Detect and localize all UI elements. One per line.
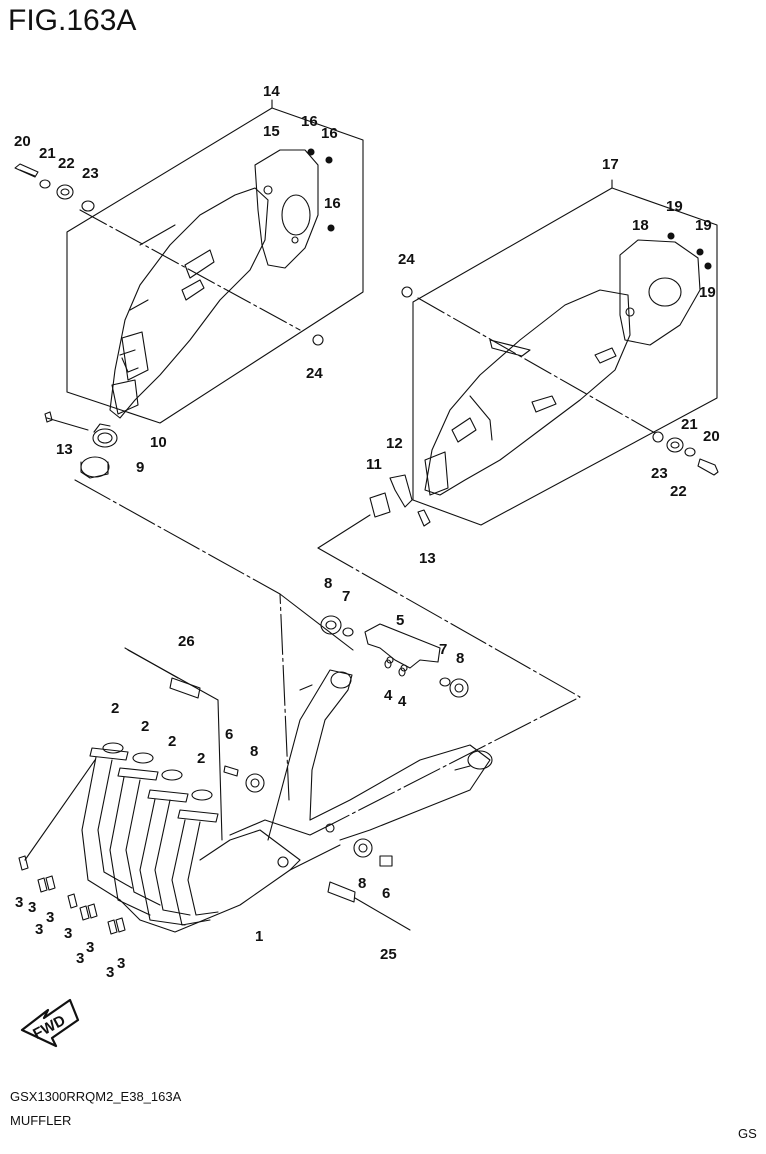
callout: 13 (56, 441, 73, 458)
callout: 18 (632, 217, 649, 234)
fwd-arrow-icon: FWD (20, 998, 80, 1048)
callout: 3 (106, 964, 114, 981)
leader-lines (74, 479, 581, 841)
left-bolt-set (14, 148, 335, 346)
callout: 21 (39, 145, 56, 162)
callout: 19 (699, 284, 716, 301)
callout: 15 (263, 123, 280, 140)
callout: 4 (384, 687, 393, 704)
corner-code: GS (738, 1126, 757, 1141)
callout: 16 (324, 195, 341, 212)
callout: 16 (301, 113, 318, 130)
figure-name: MUFFLER (10, 1113, 72, 1128)
callout: 26 (178, 633, 195, 650)
callout: 22 (58, 155, 75, 172)
exhaust-manifold (81, 669, 493, 933)
callout: 8 (358, 875, 366, 892)
callout: 3 (86, 939, 94, 956)
callout: 11 (366, 456, 382, 473)
callout: 14 (263, 83, 280, 100)
callout: 19 (695, 217, 712, 234)
callout: 24 (398, 251, 415, 268)
figure-code: GSX1300RRQM2_E38_163A (10, 1089, 182, 1104)
callout: 16 (321, 125, 338, 142)
callout: 8 (324, 575, 332, 592)
callout-labels: 14 15 16 16 16 20 21 22 23 24 13 10 9 17… (14, 83, 720, 981)
callout: 2 (197, 750, 205, 767)
callout: 23 (651, 465, 668, 482)
callout: 20 (14, 133, 31, 150)
callout: 8 (456, 650, 464, 667)
callout: 8 (250, 743, 258, 760)
bracket-parts (320, 615, 469, 698)
callout: 1 (255, 928, 263, 945)
callout: 12 (386, 435, 403, 452)
callout: 3 (28, 899, 36, 916)
sensor-cables (124, 647, 411, 931)
callout: 7 (342, 588, 350, 605)
right-hanger-parts (369, 474, 431, 527)
left-muffler-group-box (66, 99, 364, 424)
callout: 6 (225, 726, 233, 743)
figure-title: FIG.163A (8, 4, 137, 37)
callout: 19 (666, 198, 683, 215)
callout: 7 (439, 641, 447, 658)
callout: 5 (396, 612, 404, 629)
callout: 10 (150, 434, 167, 451)
callout: 3 (76, 950, 84, 967)
callout: 9 (136, 459, 144, 476)
callout: 3 (15, 894, 23, 911)
callout: 21 (681, 416, 698, 433)
left-clamp-parts (44, 411, 118, 479)
callout: 23 (82, 165, 99, 182)
callout: 3 (46, 909, 54, 926)
right-end-cap (619, 239, 701, 346)
exhaust-studs (18, 759, 126, 935)
callout: 25 (380, 946, 397, 963)
callout: 2 (168, 733, 176, 750)
right-muffler-group-box (412, 179, 718, 526)
callout: 6 (382, 885, 390, 902)
callout: 3 (117, 955, 125, 972)
callout: 17 (602, 156, 619, 173)
left-silencer (109, 187, 269, 419)
callout: 13 (419, 550, 436, 567)
callout: 3 (64, 925, 72, 942)
left-end-cap (254, 149, 319, 269)
callout: 20 (703, 428, 720, 445)
callout: 3 (35, 921, 43, 938)
callout: 2 (141, 718, 149, 735)
right-bolt-set (401, 232, 719, 476)
callout: 24 (306, 365, 323, 382)
callout: 22 (670, 483, 687, 500)
mount-bolts (223, 765, 393, 867)
right-silencer (424, 289, 631, 496)
callout: 4 (398, 693, 407, 710)
callout: 2 (111, 700, 119, 717)
